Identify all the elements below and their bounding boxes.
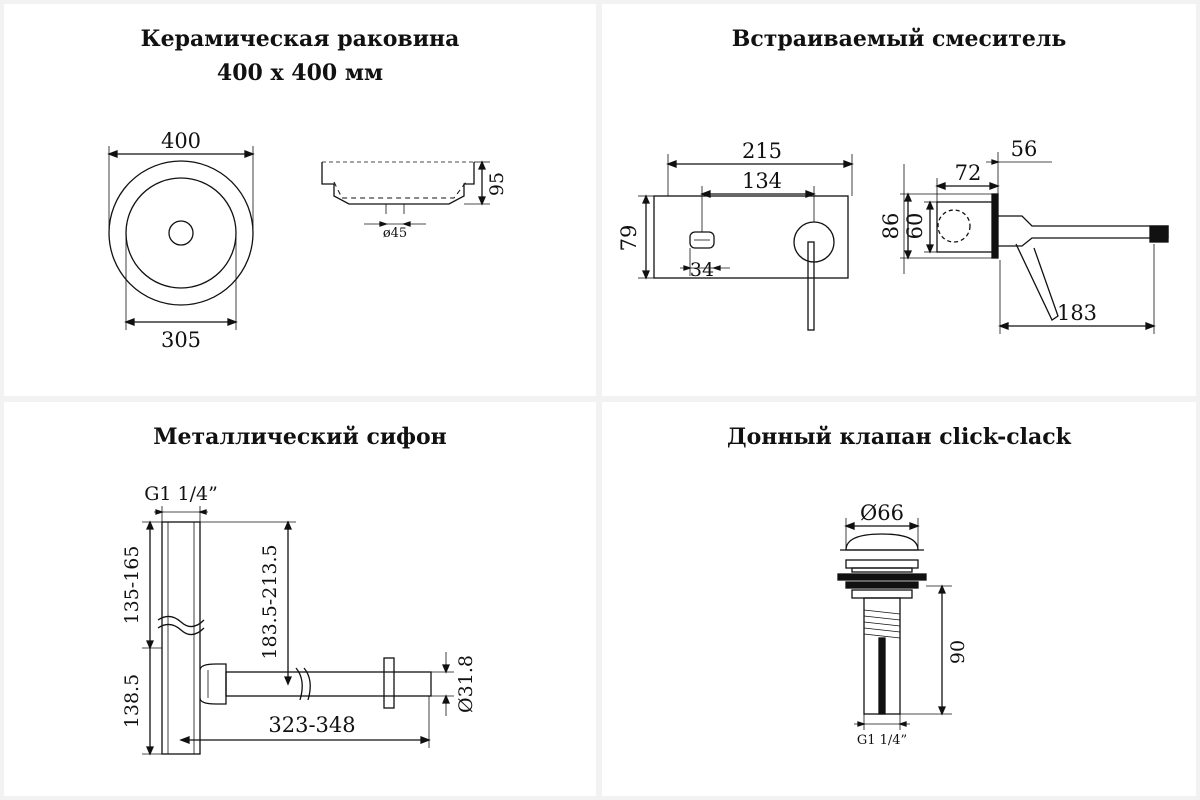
mixer-lever [807,241,815,331]
mixer-depth-mid-label: 72 [955,161,982,185]
sink-outer-label: 400 [161,129,201,153]
valve-height-label: 90 [947,640,969,664]
siphon-title: Металлический сифон [153,424,447,450]
sink-drawing: 400 305 95 ø45 [107,129,508,352]
mixer-width-label: 215 [742,139,782,163]
mixer-center-label: 134 [742,169,782,193]
siphon-wall-flange [383,657,395,709]
mixer-spout [998,215,1169,247]
mixer-title: Встраиваемый смеситель [731,26,1067,52]
siphon-horizontal-pipe [225,671,432,697]
siphon-lower-label: 138.5 [121,674,143,728]
valve-thread-label: G1 1/4” [857,733,907,748]
sink-outer-rim [108,160,254,306]
mixer-depth-top-label: 56 [1011,137,1038,161]
sink-panel: Керамическая раковина 400 x 400 мм [4,4,596,396]
mixer-side-lever [1015,243,1059,321]
valve-cap [845,533,919,551]
siphon-upper-label: 135-165 [121,546,143,625]
valve-rod [878,637,886,715]
siphon-thread-label: G1 1/4” [144,483,218,505]
mixer-body-box [936,201,996,253]
sink-inner-label: 305 [161,328,201,352]
valve-drawing: Ø66 90 G1 1/4” [837,501,969,748]
mixer-panel: Встраиваемый смеситель [602,4,1196,396]
siphon-vertical-pipe [161,521,201,755]
sink-title-line1: Керамическая раковина [140,26,460,52]
mixer-body-label: 60 [903,213,927,240]
sink-inner-bowl [125,177,237,289]
siphon-outlet-label: Ø31.8 [455,655,477,713]
valve-panel: Донный клапан click-clack [602,402,1196,796]
mixer-drawing: 215 134 79 34 56 72 86 60 183 [617,137,1169,334]
siphon-length-label: 323-348 [268,713,355,737]
siphon-panel: Металлический сифон [4,402,596,796]
sink-title-line2: 400 x 400 мм [216,60,384,86]
mixer-flange-label: 86 [879,213,903,240]
mixer-offset-label: 34 [690,259,714,281]
valve-cap-label: Ø66 [860,501,904,525]
sink-title: Керамическая раковина 400 x 400 мм [4,22,596,90]
sink-drain-label: ø45 [383,226,407,241]
siphon-drawing: G1 1/4” 135-165 138.5 183.5-213.5 323-34… [121,483,477,756]
valve-flange [845,559,919,569]
sink-drain-hole [168,220,194,246]
mixer-plate [653,195,849,279]
mixer-spout-label: 183 [1057,301,1097,325]
sink-height-label: 95 [486,172,508,196]
siphon-rise-label: 183.5-213.5 [259,544,281,659]
mixer-height-label: 79 [617,225,641,252]
valve-title: Донный клапан click-clack [727,424,1071,450]
sink-side-profile [321,162,475,205]
mixer-cartridge [937,209,971,243]
